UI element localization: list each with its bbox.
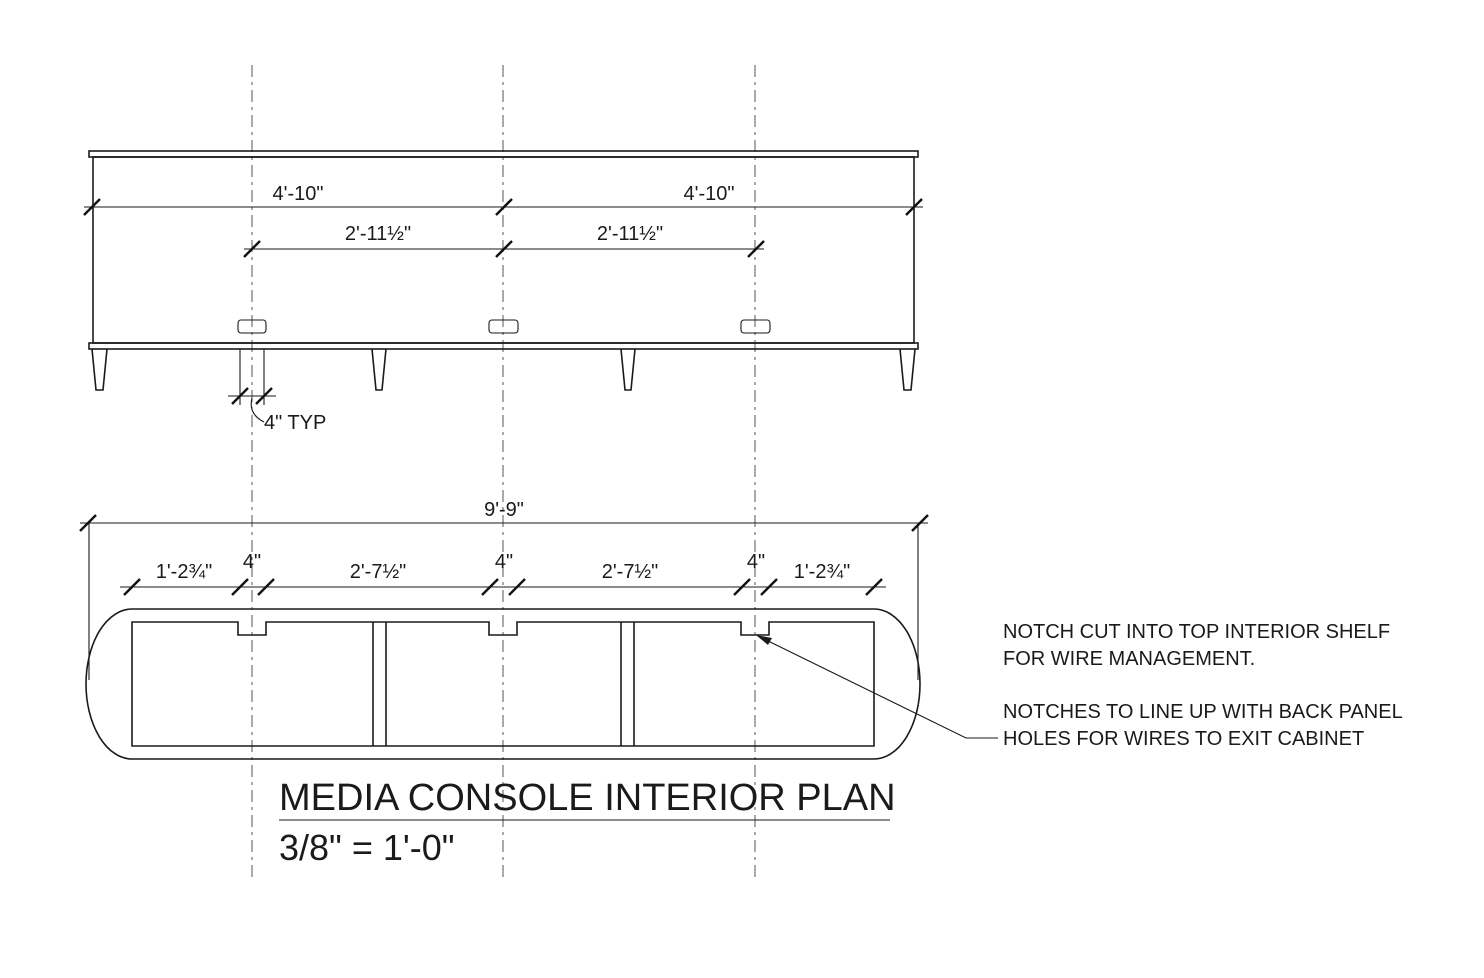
dim-overall: 9'-9" [484, 499, 524, 521]
drawing-scale: 3/8" = 1'-0" [279, 827, 455, 868]
leg-4 [899, 348, 916, 391]
title-block: MEDIA CONSOLE INTERIOR PLAN 3/8" = 1'-0" [279, 777, 896, 868]
dim-notch-left: 4" [243, 551, 261, 573]
dim-bay-left: 2'-7½" [350, 561, 407, 583]
interior-plan: 9'-9" 1'-2¾" 4" 2'-7½" 4" 2'-7½" 4" 1'-2… [79, 499, 929, 760]
leg-2 [371, 348, 387, 391]
wire-hole-left [237, 319, 267, 334]
leg-3 [620, 348, 636, 391]
dim-bay-right: 2'-7½" [602, 561, 659, 583]
interior-shelf-outline [131, 621, 875, 747]
back-elevation: 4'-10" 4'-10" 2'-11½" 2'-11½" 4" TYP [83, 150, 923, 434]
dim-tick [865, 578, 883, 596]
note-leader [756, 635, 998, 739]
dim-tick [733, 578, 751, 596]
drawing-title: MEDIA CONSOLE INTERIOR PLAN [279, 777, 896, 819]
dim-tick [747, 240, 765, 258]
dim-half-right: 4'-10" [684, 183, 735, 205]
note-align-line1: NOTCHES TO LINE UP WITH BACK PANEL [1003, 701, 1403, 723]
leader-line [757, 635, 998, 739]
dim-bay-right: 2'-11½" [597, 223, 663, 245]
dim-tick [79, 514, 97, 532]
dim-tick [495, 198, 513, 216]
wire-hole-center [488, 319, 519, 334]
dim-end-left: 1'-2¾" [156, 561, 213, 583]
dim-hole-typ: 4" TYP [264, 412, 326, 434]
top-shelf-outline [85, 608, 921, 760]
dim-notch-center: 4" [495, 551, 513, 573]
dim-bay-left: 2'-11½" [345, 223, 411, 245]
dim-tick [255, 387, 273, 405]
dim-tick [911, 514, 929, 532]
notes-block: NOTCH CUT INTO TOP INTERIOR SHELF FOR WI… [1003, 621, 1403, 750]
dim-tick [760, 578, 778, 596]
typ-leader [250, 397, 265, 423]
dim-tick [231, 387, 249, 405]
dim-half-left: 4'-10" [273, 183, 324, 205]
note-notch-line2: FOR WIRE MANAGEMENT. [1003, 648, 1255, 670]
leg-1 [91, 348, 108, 391]
base-trim [88, 342, 919, 350]
dim-notch-right: 4" [747, 551, 765, 573]
dim-tick [508, 578, 526, 596]
dim-tick [905, 198, 923, 216]
dim-tick [83, 198, 101, 216]
dim-end-right: 1'-2¾" [794, 561, 851, 583]
dim-tick [231, 578, 249, 596]
dim-tick [123, 578, 141, 596]
wire-hole-right [740, 319, 771, 334]
leader-arrow [756, 635, 772, 645]
center-lines [251, 65, 756, 880]
note-align-line2: HOLES FOR WIRES TO EXIT CABINET [1003, 728, 1364, 750]
dim-tick [257, 578, 275, 596]
note-notch-line1: NOTCH CUT INTO TOP INTERIOR SHELF [1003, 621, 1390, 643]
dim-tick [243, 240, 261, 258]
dim-tick [495, 240, 513, 258]
dim-tick [481, 578, 499, 596]
